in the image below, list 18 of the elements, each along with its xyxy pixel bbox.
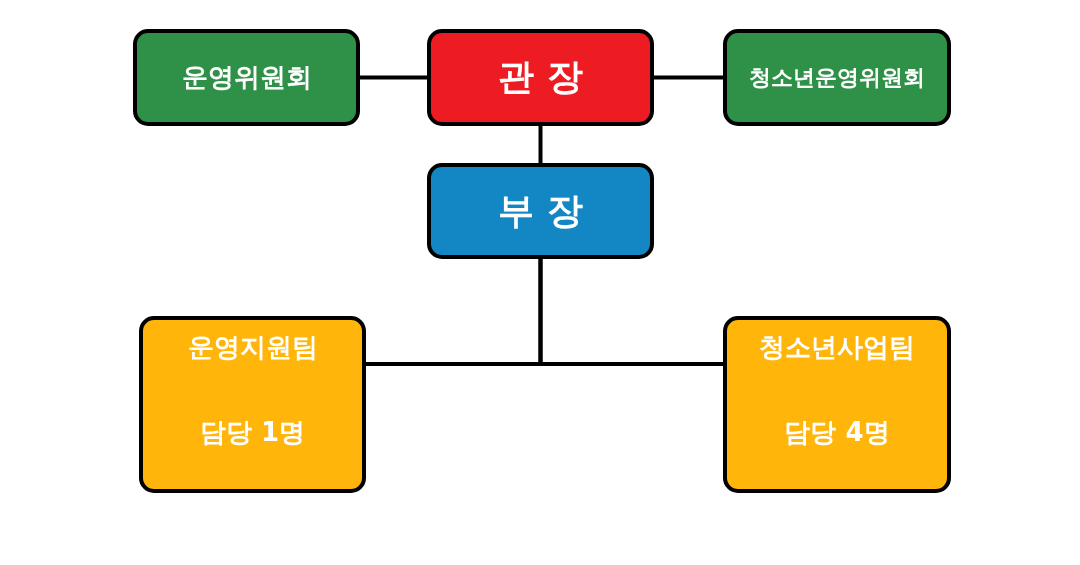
staff-count: 담당 1명: [199, 416, 306, 449]
box-title: 운영지원팀: [187, 331, 318, 364]
connector-line: [538, 126, 543, 163]
manager-box: [427, 163, 654, 259]
box-title: 청소년운영위원회: [749, 63, 925, 92]
connector-line: [538, 259, 723, 366]
staff-count: 담당 4명: [784, 416, 890, 449]
connector-line: [360, 75, 427, 80]
connector-line: [654, 75, 723, 80]
committee-box: [133, 29, 360, 126]
team-box: [723, 316, 951, 493]
box-title: 청소년사업팀: [759, 331, 915, 364]
committee-box: [723, 29, 951, 126]
box-title: 부 장: [498, 188, 583, 233]
box-title: 관 장: [498, 55, 583, 99]
director-box: [427, 29, 654, 126]
box-title: 운영위원회: [181, 61, 312, 94]
team-box: [139, 316, 366, 493]
